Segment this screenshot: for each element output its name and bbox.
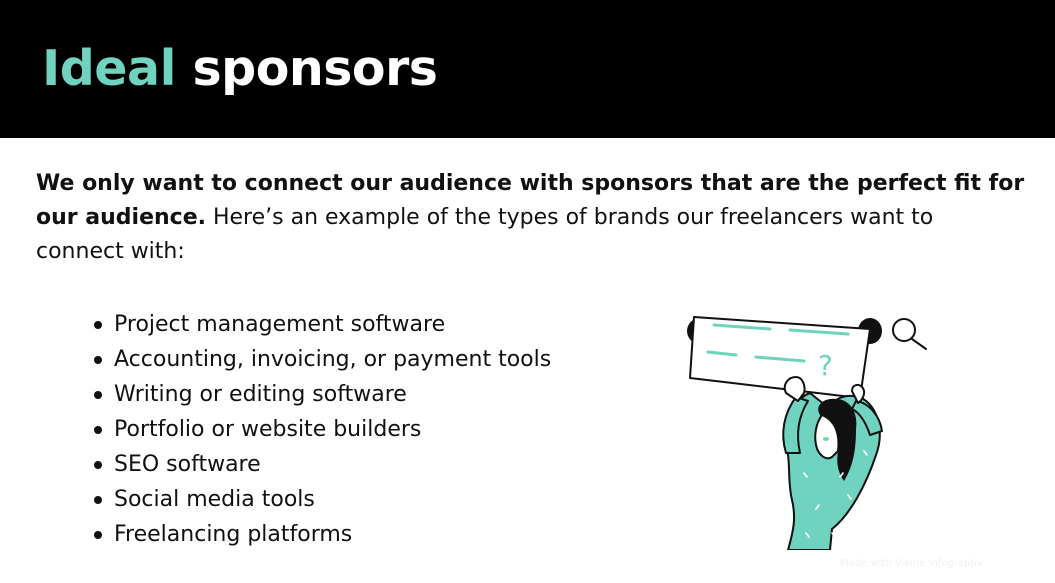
list-item: Project management software bbox=[92, 307, 551, 342]
list-item-label: Freelancing platforms bbox=[114, 522, 353, 547]
list-item: Accounting, invoicing, or payment tools bbox=[92, 342, 551, 377]
bullet-dot bbox=[94, 426, 102, 434]
magnifier-icon bbox=[892, 318, 927, 350]
watermark: Made with Visme Infographic bbox=[840, 558, 985, 569]
bullet-dot bbox=[94, 496, 102, 504]
intro-bold-text: We only want to connect our audience wit… bbox=[36, 171, 1025, 230]
list-item-label: SEO software bbox=[114, 452, 261, 477]
list-item-label: Accounting, invoicing, or payment tools bbox=[114, 347, 552, 372]
banner-question-symbol: ? bbox=[818, 349, 833, 382]
bullet-dot bbox=[94, 321, 102, 329]
intro-paragraph: We only want to connect our audience wit… bbox=[36, 167, 1026, 269]
title-rest: sponsors bbox=[192, 40, 438, 97]
bullet-dot bbox=[94, 531, 102, 539]
bullet-dot bbox=[94, 461, 102, 469]
list-item: Freelancing platforms bbox=[92, 517, 551, 552]
title-accent-word: Ideal bbox=[42, 40, 176, 97]
intro-regular-text: Here’s an example of the types of brands… bbox=[36, 205, 934, 264]
list-item-label: Writing or editing software bbox=[114, 382, 407, 407]
shirt-pattern bbox=[803, 450, 868, 538]
header-banner: Ideal sponsors bbox=[0, 0, 1055, 138]
sponsor-type-list: Project management software Accounting, … bbox=[92, 307, 551, 552]
list-item-label: Project management software bbox=[114, 312, 446, 337]
bullet-dot bbox=[94, 391, 102, 399]
list-item: Portfolio or website builders bbox=[92, 412, 551, 447]
slide-title: Ideal sponsors bbox=[42, 34, 438, 104]
bullet-dot bbox=[94, 356, 102, 364]
list-item: Social media tools bbox=[92, 482, 551, 517]
list-item: Writing or editing software bbox=[92, 377, 551, 412]
list-item: SEO software bbox=[92, 447, 551, 482]
list-item-label: Portfolio or website builders bbox=[114, 417, 422, 442]
list-item-label: Social media tools bbox=[114, 487, 315, 512]
person-holding-banner-illustration: ? bbox=[687, 316, 927, 550]
